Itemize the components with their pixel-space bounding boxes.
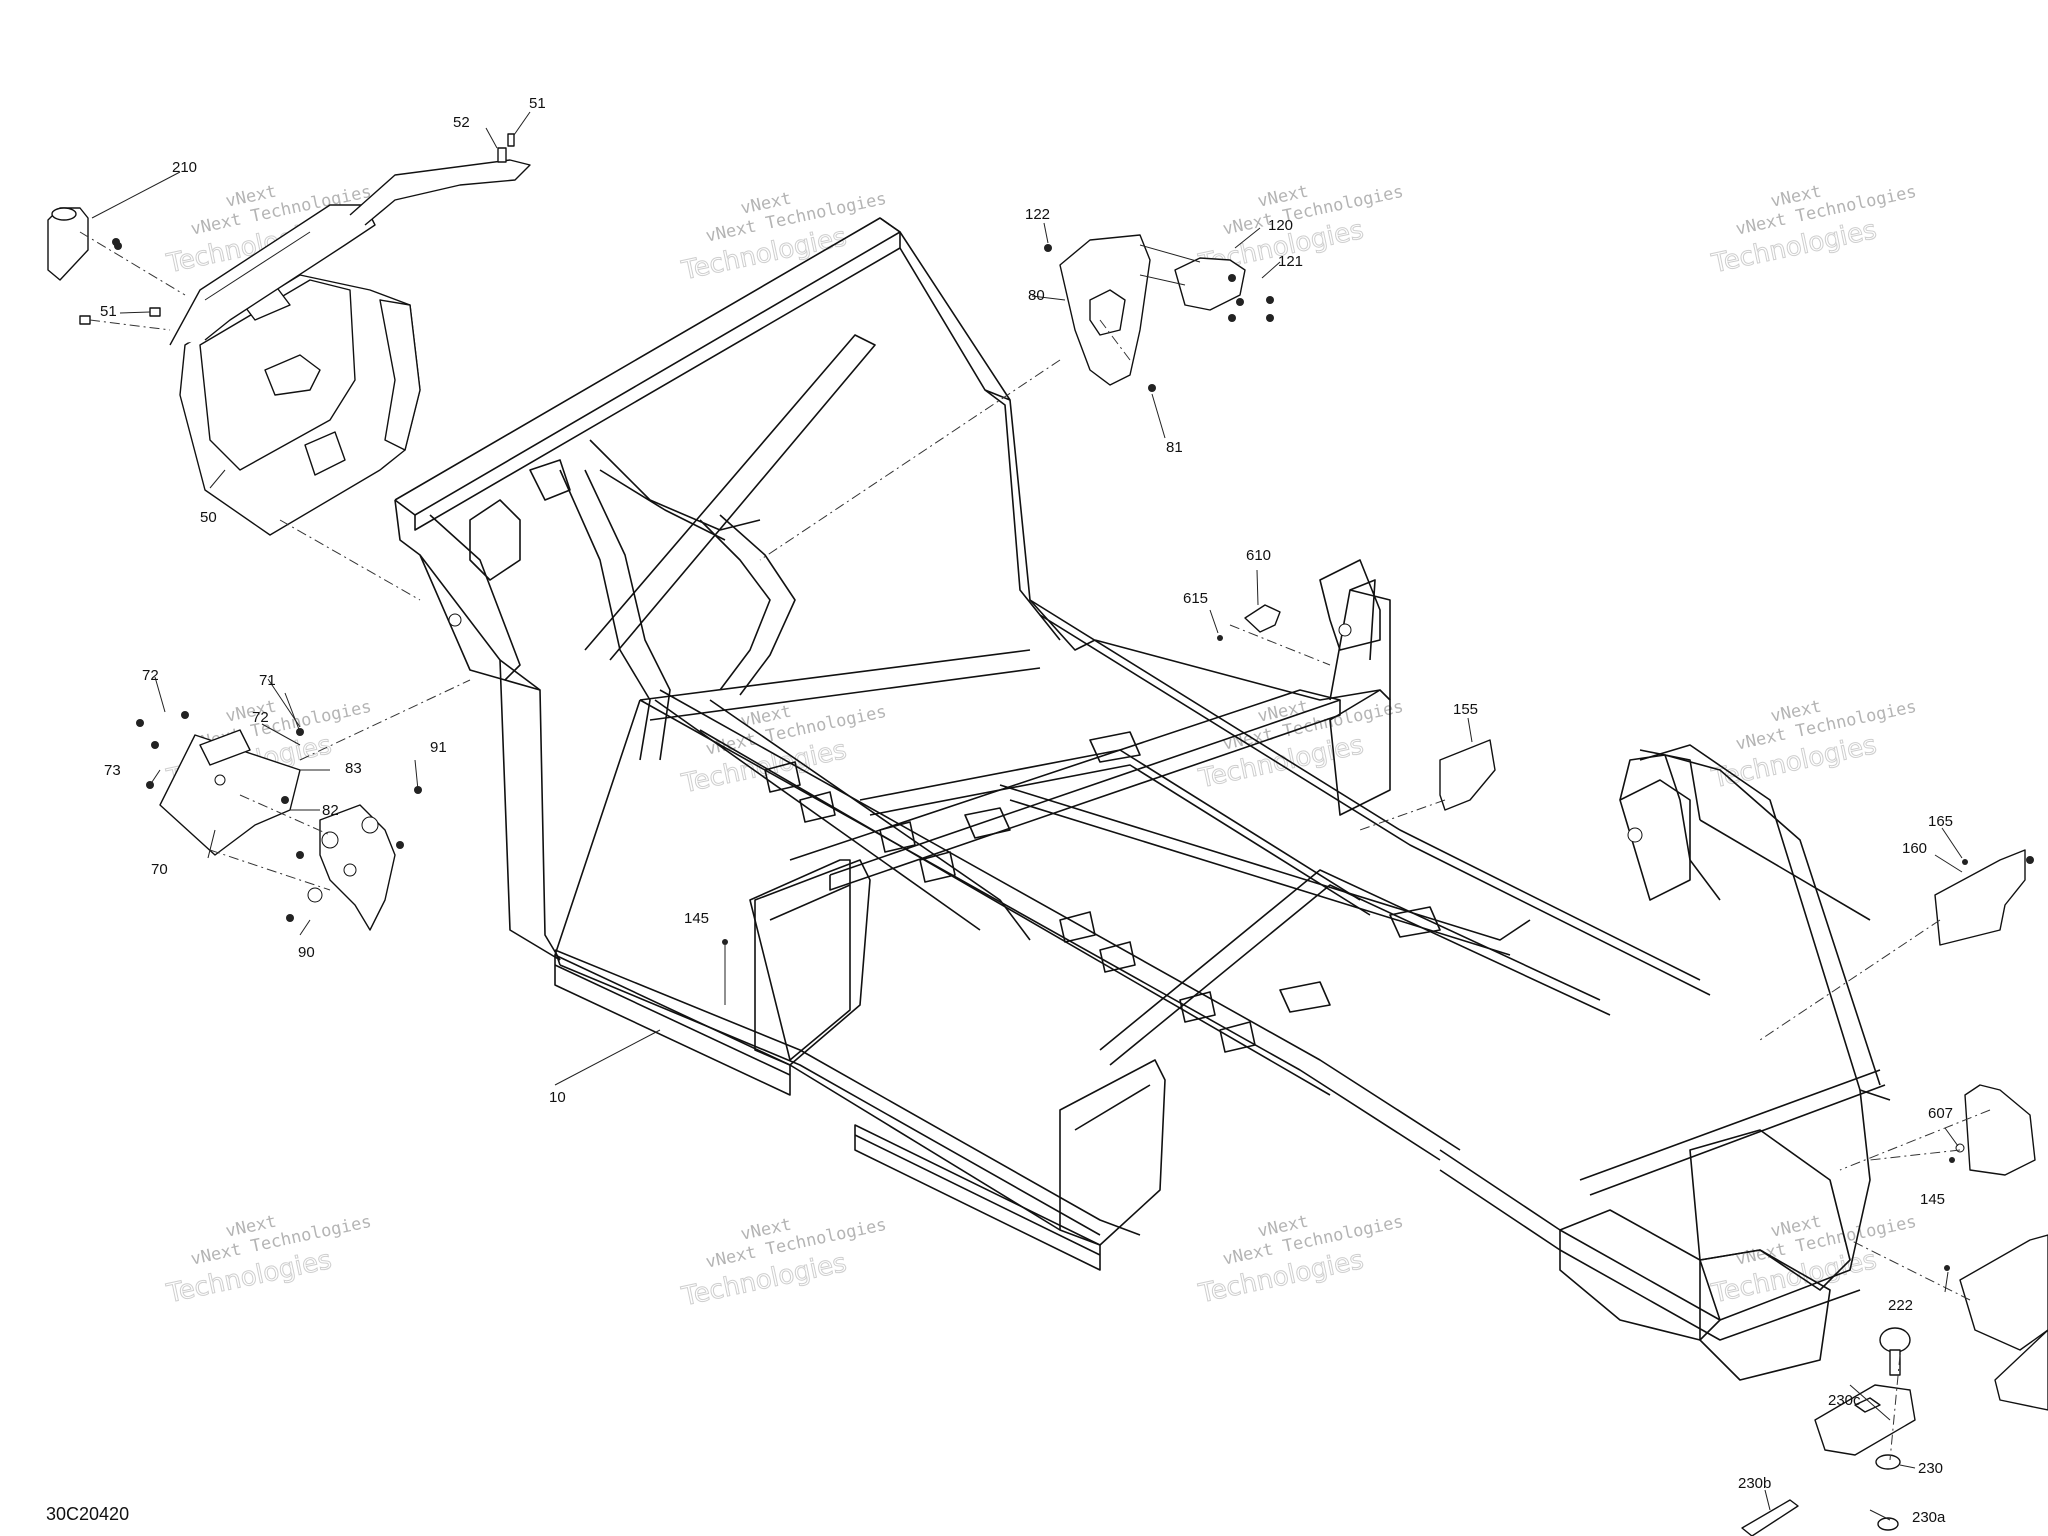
part-51-52-bolts — [79, 133, 515, 325]
part-155-bracket — [1439, 739, 1496, 811]
callout-160: 160 — [1902, 840, 1927, 857]
callout-70: 70 — [151, 861, 168, 878]
watermark-r1c4: vNext vNext Technologies Technologies — [1708, 182, 1918, 280]
callout-10: 10 — [549, 1089, 566, 1106]
assembly-lines — [79, 231, 1991, 1461]
watermark-r3c2: vNext vNext Technologies Technologies — [678, 1215, 888, 1313]
callout-607: 607 — [1928, 1105, 1953, 1122]
callout-51-left: 51 — [100, 303, 117, 320]
callout-122: 122 — [1025, 206, 1050, 223]
leader-lines — [91, 111, 1963, 1521]
main-frame-assembly — [394, 217, 1891, 1381]
callout-73: 73 — [104, 762, 121, 779]
callout-615: 615 — [1183, 590, 1208, 607]
callout-83: 83 — [345, 760, 362, 777]
part-80-bracket — [1044, 234, 1274, 392]
part-50-grab-handle — [169, 159, 531, 346]
watermark-r2c4: vNext vNext Technologies Technologies — [1708, 697, 1918, 795]
callout-72-mid: 72 — [252, 709, 269, 726]
watermark-r2c2: vNext vNext Technologies Technologies — [678, 702, 888, 800]
callout-610: 610 — [1246, 547, 1271, 564]
part-222-skid — [1944, 1234, 2048, 1351]
callout-155: 155 — [1453, 701, 1478, 718]
watermark-layer: vNext vNext Technologies Technologies vN… — [163, 182, 1918, 1313]
callout-230: 230 — [1918, 1460, 1943, 1477]
watermark-r3c1: vNext vNext Technologies Technologies — [163, 1212, 373, 1310]
callout-80: 80 — [1028, 287, 1045, 304]
callout-230c: 230c — [1828, 1392, 1861, 1409]
part-160-panel — [1934, 849, 2034, 946]
callout-51-top: 51 — [529, 95, 546, 112]
callout-50: 50 — [200, 509, 217, 526]
callout-52: 52 — [453, 114, 470, 131]
part-70-plate — [136, 711, 304, 856]
callout-145-right: 145 — [1920, 1191, 1945, 1208]
callout-210: 210 — [172, 159, 197, 176]
callout-90: 90 — [298, 944, 315, 961]
callout-230a: 230a — [1912, 1509, 1946, 1526]
watermark-r3c4: vNext vNext Technologies Technologies — [1708, 1212, 1918, 1310]
watermark-r1c2: vNext vNext Technologies Technologies — [678, 189, 888, 287]
callout-145-center: 145 — [684, 910, 709, 927]
callout-222: 222 — [1888, 1297, 1913, 1314]
callout-91: 91 — [430, 739, 447, 756]
callout-71: 71 — [259, 672, 276, 689]
callout-121: 121 — [1278, 253, 1303, 270]
part-210-cap — [47, 207, 89, 281]
callout-81: 81 — [1166, 439, 1183, 456]
diagram-code: 30C20420 — [46, 1504, 130, 1524]
watermark-r3c3: vNext vNext Technologies Technologies — [1195, 1212, 1405, 1310]
part-90-bracket — [286, 786, 422, 931]
callout-82: 82 — [322, 802, 339, 819]
callout-72-top: 72 — [142, 667, 159, 684]
callout-120: 120 — [1268, 217, 1293, 234]
callout-labels: 210 52 51 51 50 122 120 121 80 81 610 61… — [100, 95, 1953, 1526]
callout-165: 165 — [1928, 813, 1953, 830]
part-50-dash-panel — [179, 274, 421, 536]
part-230-hitch — [1741, 1327, 2048, 1536]
callout-230b: 230b — [1738, 1475, 1771, 1492]
part-607-bracket — [1955, 1084, 2036, 1176]
part-145-fastener — [722, 939, 1955, 1163]
part-610-clip — [1217, 604, 1281, 641]
